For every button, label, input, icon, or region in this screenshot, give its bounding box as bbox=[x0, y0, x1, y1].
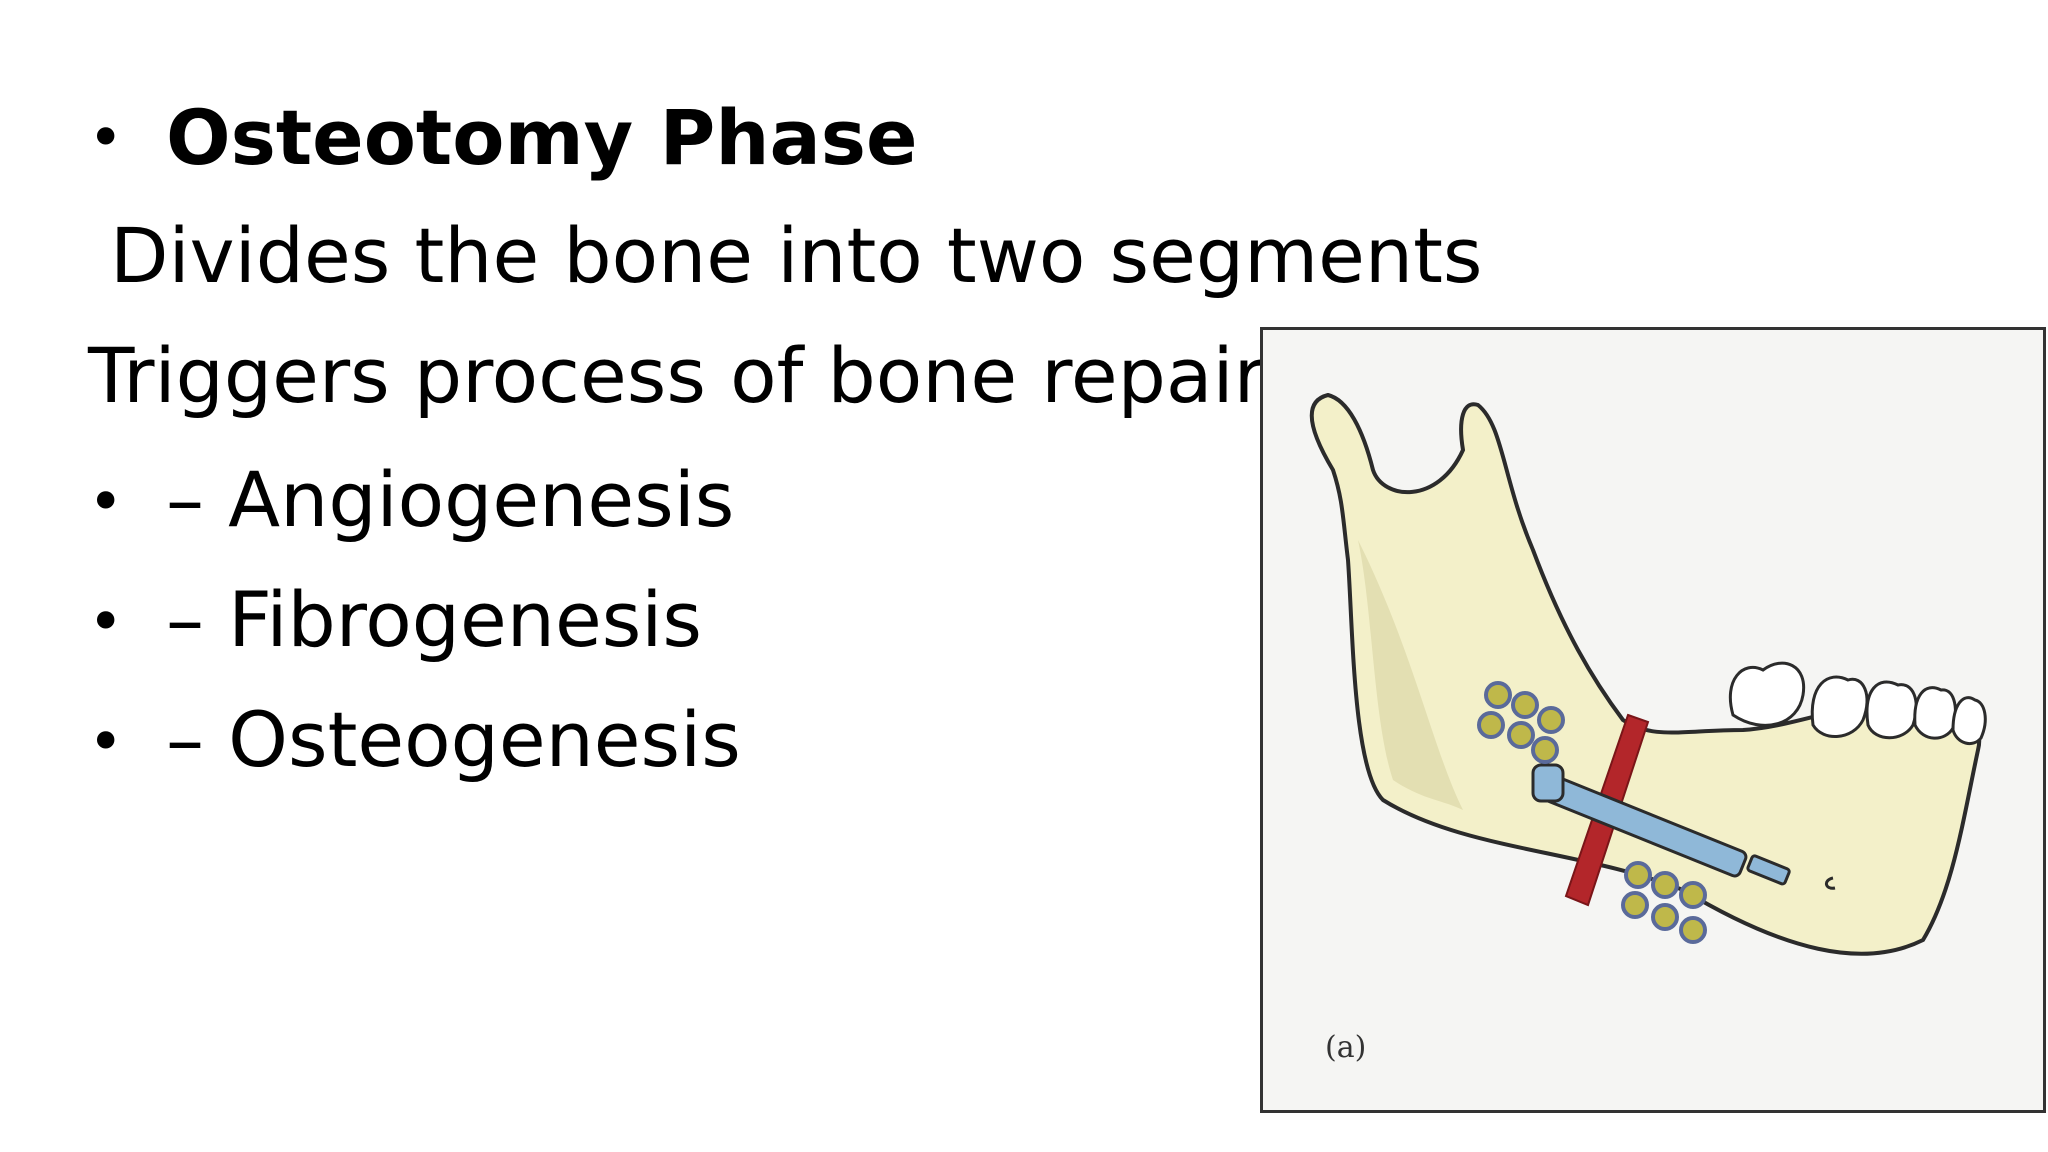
mandible-illustration bbox=[1309, 392, 1987, 956]
list-item-fibrogenesis: – Fibrogenesis bbox=[166, 575, 703, 664]
text-line-2: Triggers process of bone repair bbox=[88, 331, 1265, 420]
screw-plate-upper bbox=[1477, 681, 1565, 764]
text-line-1: Divides the bone into two segments bbox=[110, 211, 1483, 300]
bullet: • bbox=[88, 707, 124, 777]
mandible-distraction-figure: (a) bbox=[1260, 327, 2046, 1113]
bullet: • bbox=[88, 587, 124, 657]
bone-shadow bbox=[1358, 540, 1463, 810]
list-item-angiogenesis: – Angiogenesis bbox=[166, 455, 735, 544]
screw-plate-lower bbox=[1621, 861, 1707, 944]
teeth bbox=[1728, 661, 1987, 746]
bullet: • bbox=[88, 467, 124, 537]
figure-label: (a) bbox=[1325, 1030, 1367, 1065]
heading: Osteotomy Phase bbox=[166, 93, 918, 182]
foramen-mark bbox=[1825, 876, 1836, 890]
distraction-device bbox=[1531, 763, 1791, 886]
bullet: • bbox=[88, 103, 124, 173]
list-item-osteogenesis: – Osteogenesis bbox=[166, 695, 741, 784]
